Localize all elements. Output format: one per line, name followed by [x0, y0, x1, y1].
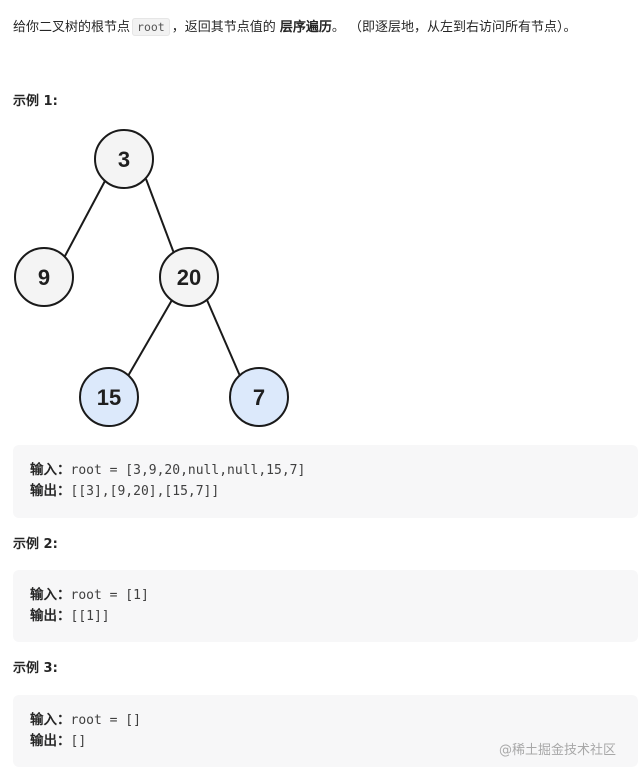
example-1-title: 示例 1: [13, 94, 58, 109]
edge-3-20 [145, 178, 176, 257]
example-3-input-row: 输入：root = [] [30, 710, 621, 731]
statement-bold-term: 层序遍历 [279, 20, 332, 35]
input-value: root = [3,9,20,null,null,15,7] [70, 463, 306, 478]
output-label: 输出： [30, 483, 71, 499]
node-circle [14, 247, 74, 307]
tree-node-9: 9 [14, 247, 74, 307]
example-2-output-row: 输出：[[1]] [30, 606, 621, 627]
inline-code-root: root [132, 18, 170, 36]
edge-20-7 [206, 299, 241, 377]
binary-tree-diagram: 3 9 20 15 7 [0, 118, 320, 438]
output-label: 输出： [30, 733, 71, 749]
watermark: @稀土掘金技术社区 [498, 743, 616, 758]
node-label: 9 [38, 265, 50, 290]
example-1-codebox: 输入：root = [3,9,20,null,null,15,7] 输出：[[3… [13, 445, 638, 518]
output-value: [] [70, 734, 87, 749]
example-3-codebox: 输入：root = [] 输出：[] [13, 695, 638, 767]
node-circle [94, 129, 154, 189]
tree-node-3: 3 [94, 129, 154, 189]
edge-3-9 [64, 178, 107, 257]
example-3-title: 示例 3: [13, 661, 58, 676]
input-value: root = [1] [70, 588, 149, 603]
example-2-codebox: 输入：root = [1] 输出：[[1]] [13, 570, 638, 642]
node-circle [229, 367, 289, 427]
node-circle [79, 367, 139, 427]
binary-tree-svg: 3 9 20 15 7 [14, 129, 289, 427]
output-value: [[1]] [70, 609, 110, 624]
statement-part-2: ，返回其节点值的 [171, 20, 276, 35]
node-label: 3 [118, 147, 130, 172]
node-circle [159, 247, 219, 307]
statement-part-1: 给你二叉树的根节点 [13, 20, 131, 35]
example-1-input-row: 输入：root = [3,9,20,null,null,15,7] [30, 460, 621, 481]
input-value: root = [] [70, 713, 141, 728]
tree-node-20: 20 [159, 247, 219, 307]
statement-part-3: 。 （即逐层地，从左到右访问所有节点）。 [331, 20, 577, 35]
node-label: 20 [177, 265, 201, 290]
input-label: 输入： [30, 587, 71, 603]
example-3-output-row: 输出：[] [30, 731, 621, 752]
edge-20-15 [127, 299, 173, 377]
example-2-input-row: 输入：root = [1] [30, 585, 621, 606]
input-label: 输入： [30, 462, 71, 478]
node-label: 15 [97, 385, 121, 410]
tree-node-7: 7 [229, 367, 289, 427]
example-1-output-row: 输出：[[3],[9,20],[15,7]] [30, 481, 621, 502]
output-label: 输出： [30, 608, 71, 624]
output-value: [[3],[9,20],[15,7]] [70, 484, 220, 499]
node-label: 7 [253, 385, 265, 410]
example-2-title: 示例 2: [13, 537, 58, 552]
input-label: 输入： [30, 712, 71, 728]
tree-node-15: 15 [79, 367, 139, 427]
